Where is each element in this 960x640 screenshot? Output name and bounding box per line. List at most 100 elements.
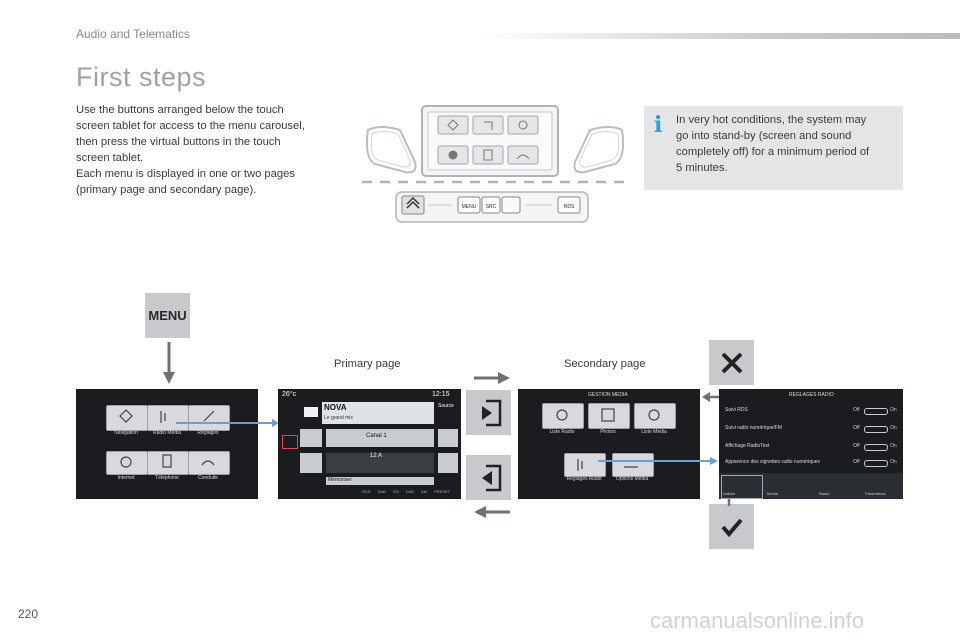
radio-settings-screen: REGLAGES RADIO Suivi RDS Suivi radio num… [719, 389, 903, 499]
next-button[interactable] [438, 429, 458, 447]
tab-label[interactable]: Paramètres [865, 491, 886, 496]
tile-label: Conduite [197, 475, 218, 481]
tile-icons [556, 408, 660, 471]
photos-tile[interactable] [588, 403, 630, 429]
audio-settings-tile[interactable] [564, 453, 606, 477]
link-arrow-icon [258, 419, 279, 427]
source-label[interactable]: Source [438, 403, 454, 409]
rewind-button[interactable] [300, 453, 322, 473]
tile-label: Options Média [615, 476, 649, 482]
channel-display [326, 429, 434, 447]
tile-label: Réglages [197, 430, 219, 436]
toggle-switch[interactable] [864, 460, 888, 467]
watermark: carmanualsonline.info [650, 608, 865, 633]
settings-tile[interactable] [188, 405, 230, 431]
media-title: GESTION MEDIA [588, 392, 628, 398]
prev-button[interactable] [300, 429, 322, 447]
menu-button[interactable]: MENU [145, 293, 190, 338]
radio-media-tile[interactable] [147, 405, 189, 431]
toggle-off-label: Off [853, 459, 860, 465]
radio-list-tile[interactable] [542, 403, 584, 429]
setting-row-label: Affichage RadioText [725, 443, 770, 449]
media-options-tile[interactable] [612, 453, 654, 477]
settings-tab-bar [719, 473, 903, 499]
tile-label: Navigation [114, 430, 138, 436]
station-subtitle: Le grand mix [324, 415, 353, 421]
console-src-label: SRC [486, 204, 497, 210]
console-rds-label: RDS [564, 204, 575, 210]
setting-row-label: Suivi RDS [725, 407, 748, 413]
primary-page-label: Primary page [334, 358, 401, 370]
channel-name: Canal 1 [366, 433, 387, 439]
navigation-tile[interactable] [106, 405, 148, 431]
station-name: NOVA [324, 403, 347, 412]
console-illustration: MENU SRC RDS [362, 105, 625, 223]
tile-label: Photos [600, 429, 616, 435]
tile-label: Internet [117, 475, 135, 481]
media-list-tile[interactable] [634, 403, 676, 429]
next-page-icon [481, 399, 501, 426]
toggle-off-label: Off [853, 407, 860, 413]
station-logo [304, 407, 318, 417]
setting-row-label: Apparence des vignettes radio numériques [725, 459, 821, 465]
band-preset[interactable]: PRESET [434, 489, 451, 494]
band-dab2[interactable]: DAB [405, 489, 415, 494]
intro-text: Use the buttons arranged below the touch… [76, 102, 338, 198]
toggle-switch[interactable] [864, 444, 888, 451]
console-menu-label: MENU [462, 204, 477, 210]
note-line: go into stand-by (screen and sound [676, 130, 852, 142]
clock: 12:15 [432, 391, 450, 398]
connector-line [176, 422, 260, 424]
tab-label: Valider [723, 491, 736, 496]
intro-line: screen tablet. [76, 152, 144, 164]
intro-line: Each menu is displayed in one or two pag… [76, 168, 295, 180]
tab-label[interactable]: Media [767, 491, 778, 496]
arrow-down-icon [163, 342, 175, 384]
validate-tab[interactable] [721, 475, 763, 499]
forward-button[interactable] [438, 453, 458, 473]
tile-label: Réglages Audio [566, 476, 602, 482]
tile-label: Téléphone [155, 475, 179, 481]
info-note [644, 106, 903, 190]
arrow-left-icon [474, 506, 510, 518]
tab-label[interactable]: Radio [819, 491, 830, 496]
toggle-off-label: Off [853, 443, 860, 449]
secondary-page-screen: GESTION MEDIA Liste Radio Photos Liste M… [518, 389, 700, 499]
note-line: 5 minutes. [676, 162, 728, 174]
intro-line: (primary page and secondary page). [76, 184, 257, 196]
close-button[interactable] [709, 340, 754, 385]
band-dab[interactable]: DAB [377, 489, 386, 494]
toggle-switch[interactable] [864, 426, 888, 433]
secondary-page-label: Secondary page [564, 358, 646, 370]
note-line: completely off) for a minimum period of [676, 146, 870, 158]
driving-tile[interactable] [188, 451, 230, 475]
toggle-on-label: On [890, 425, 897, 431]
section-header: Audio and Telematics [76, 27, 190, 41]
page-title: First steps [76, 62, 207, 92]
toggle-on-label: On [890, 443, 897, 449]
memorize-button[interactable] [326, 477, 434, 485]
band-fm[interactable]: FM [392, 489, 399, 494]
intro-line: screen tablet for access to the menu car… [76, 120, 305, 132]
check-icon [720, 518, 743, 537]
menu-screen: Navigation Radio Media Réglages Internet… [76, 389, 258, 499]
band-selector: RDS DAB FM DAB AM PRESET [362, 489, 450, 494]
memorize-label: Mémoriser [328, 477, 352, 483]
page-number: 220 [18, 607, 39, 621]
toggle-switch[interactable] [864, 408, 888, 415]
confirm-button[interactable] [709, 504, 754, 549]
back-icon[interactable] [282, 435, 298, 449]
connector-line [598, 457, 718, 465]
note-line: In very hot conditions, the system may [676, 114, 867, 126]
next-page-button[interactable] [466, 390, 511, 435]
band-am[interactable]: AM [420, 489, 427, 494]
band-rds[interactable]: RDS [362, 489, 371, 494]
info-note-text: In very hot conditions, the system may g… [676, 112, 898, 176]
previous-page-button[interactable] [466, 455, 511, 500]
header-bar [480, 33, 960, 39]
info-icon: i [654, 112, 663, 138]
close-icon [721, 352, 742, 373]
tile-label: Liste Radio [549, 429, 575, 435]
toggle-off-label: Off [853, 425, 860, 431]
station-panel [322, 402, 434, 424]
